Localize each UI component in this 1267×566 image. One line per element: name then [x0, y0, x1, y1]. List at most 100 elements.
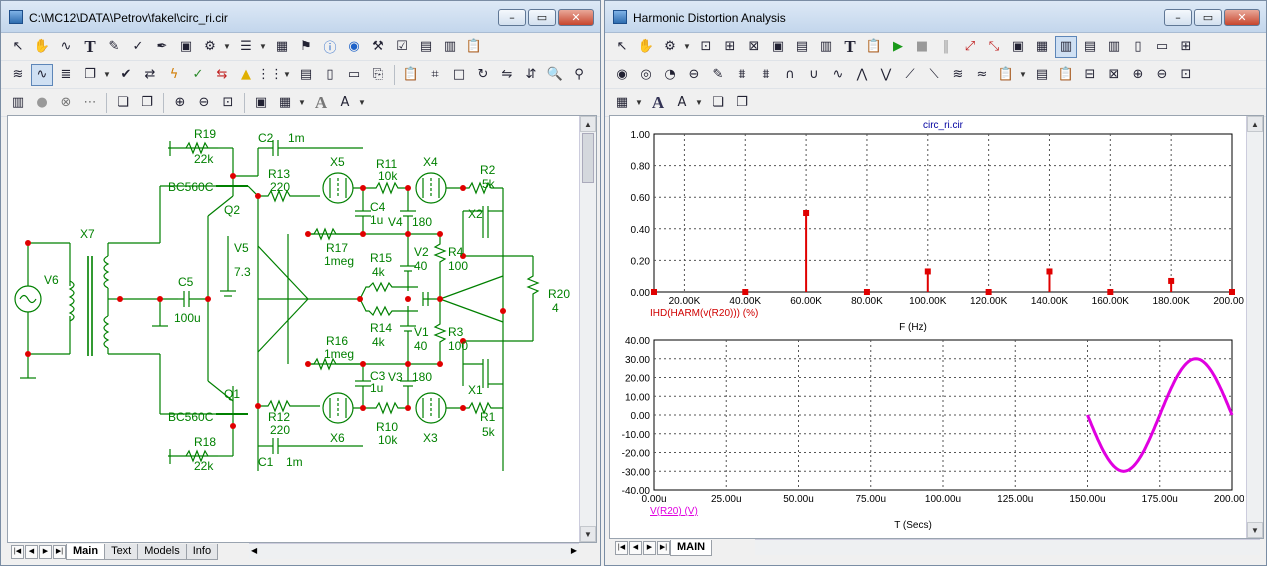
zoom-icon[interactable]: ⊖	[688, 67, 700, 82]
clipboard-icon[interactable]: 📋	[465, 39, 483, 54]
cancel-icon[interactable]: ⊗	[60, 95, 72, 110]
chevron-down-icon[interactable]: ▼	[283, 70, 291, 79]
page2-icon[interactable]: ▯	[326, 67, 334, 82]
pen-icon[interactable]: ✎	[108, 39, 120, 54]
scroll-down-icon[interactable]: ▼	[1247, 522, 1263, 538]
flip-icon[interactable]: ⇋	[501, 67, 513, 82]
cursor3-icon[interactable]: ◔	[664, 67, 676, 82]
ungroup-icon[interactable]: ❐	[141, 95, 153, 110]
tab-info[interactable]: Info	[185, 544, 219, 560]
tab-text[interactable]: Text	[104, 544, 139, 560]
schematic-horizontal-scrollbar[interactable]: ◀ ▶	[249, 543, 579, 559]
zoom-out-icon[interactable]: ⊖	[198, 95, 210, 110]
nav-prev-icon[interactable]: ◀	[25, 545, 38, 559]
scale-icon[interactable]: ⊡	[700, 39, 712, 54]
properties-icon[interactable]: 📋	[865, 39, 883, 54]
layout2-icon[interactable]: ▦	[1035, 39, 1049, 54]
wave-2-icon[interactable]: ⩩	[762, 67, 770, 82]
zoom-in-icon[interactable]: ⊕	[174, 95, 186, 110]
stop-icon[interactable]: ●	[36, 95, 48, 110]
props-icon[interactable]: 📋	[1057, 67, 1075, 82]
chevron-down-icon[interactable]: ▼	[1019, 70, 1027, 79]
page-icon[interactable]: ▤	[299, 67, 313, 82]
run-icon[interactable]: ▶	[893, 39, 903, 54]
wave-3-icon[interactable]: ∩	[785, 67, 795, 82]
list-icon[interactable]: ▤	[1035, 67, 1049, 82]
frame-icon[interactable]: ⌗	[431, 67, 439, 82]
font-icon[interactable]: A	[651, 92, 665, 112]
chevron-down-icon[interactable]: ▼	[635, 98, 643, 107]
layout-icon[interactable]: ▦	[278, 95, 292, 110]
scroll-thumb[interactable]	[582, 133, 594, 183]
menu-icon[interactable]: ☰	[240, 39, 252, 54]
layout7-icon[interactable]: ▭	[1155, 39, 1169, 54]
nav-next-icon[interactable]: ▶	[643, 541, 656, 555]
text-tool-icon[interactable]: T	[84, 36, 96, 56]
cursor2-icon[interactable]: ◎	[640, 67, 652, 82]
fit-icon[interactable]: ⊟	[1084, 67, 1096, 82]
nav-first-icon[interactable]: |◀	[11, 545, 24, 559]
scroll-up-icon[interactable]: ▲	[580, 116, 596, 132]
schematic-titlebar[interactable]: C:\MC12\DATA\Petrov\fakel\circ_ri.cir – …	[1, 1, 600, 33]
menu2-icon[interactable]: ▥	[11, 95, 25, 110]
layout3-icon[interactable]: ▥	[1055, 35, 1077, 58]
layout6-icon[interactable]: ▯	[1134, 39, 1142, 54]
chevron-down-icon[interactable]: ▼	[298, 98, 306, 107]
tab-main[interactable]: MAIN	[670, 540, 713, 556]
chevron-down-icon[interactable]: ▼	[103, 70, 111, 79]
group-icon[interactable]: ❏	[712, 95, 724, 110]
chevron-down-icon[interactable]: ▼	[223, 42, 231, 51]
scroll-down-icon[interactable]: ▼	[580, 526, 596, 542]
wave-9-icon[interactable]: ⟍	[929, 67, 939, 82]
plot-vertical-scrollbar[interactable]: ▲ ▼	[1246, 116, 1263, 538]
highlight-icon[interactable]: A	[677, 95, 687, 110]
find-icon[interactable]: 🔍	[546, 67, 564, 82]
scroll-up-icon[interactable]: ▲	[1247, 116, 1263, 132]
camera-icon[interactable]: ▣	[254, 95, 268, 110]
mirror-icon[interactable]: ⇵	[525, 67, 537, 82]
pan-hand-icon[interactable]: ✋	[33, 39, 51, 54]
scale4-icon[interactable]: ▣	[771, 39, 785, 54]
wave-4-icon[interactable]: ∪	[809, 67, 819, 82]
tick-icon[interactable]: ✓	[192, 67, 204, 82]
wave-7-icon[interactable]: ⋁	[880, 67, 892, 82]
flag-icon[interactable]: ⚑	[300, 39, 312, 54]
picture-icon[interactable]: ▣	[179, 39, 193, 54]
cursor1-icon[interactable]: ◉	[616, 67, 628, 82]
wave-6-icon[interactable]: ⋀	[856, 67, 868, 82]
scale3-icon[interactable]: ⊠	[748, 39, 760, 54]
rotate-icon[interactable]: ↻	[477, 67, 489, 82]
nav-next-icon[interactable]: ▶	[39, 545, 52, 559]
select-arrow-icon[interactable]: ↖	[12, 39, 24, 54]
minimize-button[interactable]: –	[1164, 9, 1192, 26]
scroll-left-icon[interactable]: ◀	[251, 546, 258, 555]
tab-main[interactable]: Main	[66, 544, 106, 560]
wire-icon[interactable]: ∿	[60, 39, 72, 54]
fit2-icon[interactable]: ⊠	[1108, 67, 1120, 82]
pause-icon[interactable]: ‖	[942, 39, 950, 54]
draw-icon[interactable]: ✓	[132, 39, 144, 54]
chevron-down-icon[interactable]: ▼	[695, 98, 703, 107]
group-icon[interactable]: ❏	[117, 95, 129, 110]
list-icon[interactable]: ▤	[419, 39, 433, 54]
chevron-down-icon[interactable]: ▼	[358, 98, 366, 107]
arrows-icon[interactable]: ⇄	[144, 67, 156, 82]
restore-button[interactable]: ▭	[528, 9, 556, 26]
tab-models[interactable]: Models	[137, 544, 187, 560]
copy-icon[interactable]: ⎘	[372, 67, 384, 82]
nav-first-icon[interactable]: |◀	[615, 541, 628, 555]
peak-icon[interactable]: ⤢	[964, 39, 976, 54]
analysis-titlebar[interactable]: Harmonic Distortion Analysis – ▭ ✕	[605, 1, 1266, 33]
chevron-down-icon[interactable]: ▼	[259, 42, 267, 51]
schematic-vertical-scrollbar[interactable]: ▲ ▼	[579, 116, 596, 542]
close-button[interactable]: ✕	[1224, 9, 1260, 26]
nav-prev-icon[interactable]: ◀	[629, 541, 642, 555]
scale5-icon[interactable]: ▤	[795, 39, 809, 54]
help-icon[interactable]: ◉	[348, 39, 360, 54]
edit-icon[interactable]: ✎	[712, 67, 724, 82]
table-icon[interactable]: ▦	[275, 39, 289, 54]
layout1-icon[interactable]: ▣	[1011, 39, 1025, 54]
properties-icon[interactable]: ⚒	[372, 39, 384, 54]
nav-last-icon[interactable]: ▶|	[53, 545, 66, 559]
zoom-out-icon[interactable]: ⊖	[1156, 67, 1168, 82]
